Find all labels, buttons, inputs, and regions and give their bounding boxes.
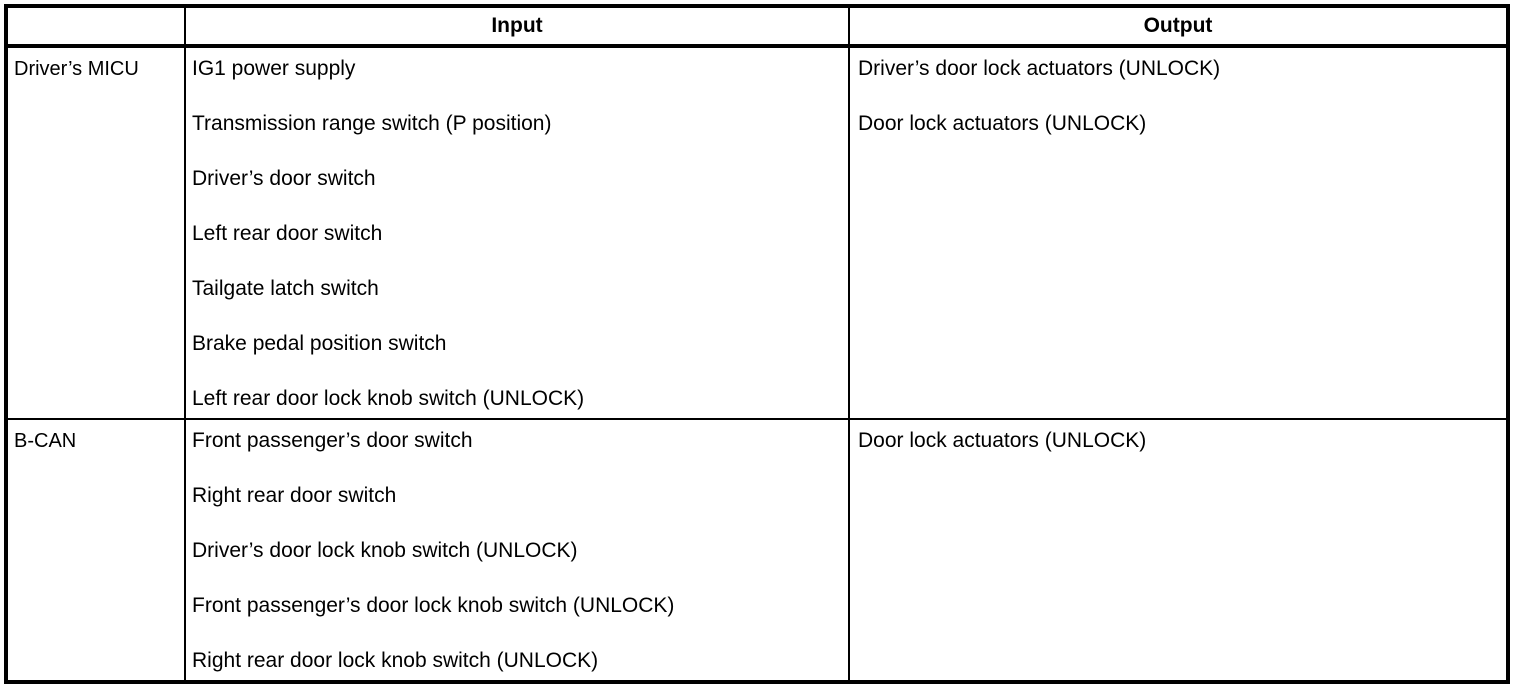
list-item: Transmission range switch (P position) — [192, 112, 552, 135]
table-row: Driver’s MICU IG1 power supply Transmiss… — [6, 46, 1508, 420]
list-item: Door lock actuators (UNLOCK) — [858, 112, 1147, 135]
column-header-source — [6, 6, 186, 48]
io-table-container: Input Output Driver’s MICU IG1 power sup… — [4, 4, 1510, 684]
cell-source: B-CAN — [6, 419, 186, 682]
list-item: Right rear door lock knob switch (UNLOCK… — [192, 649, 599, 672]
list-item: Driver’s door lock knob switch (UNLOCK) — [192, 539, 578, 562]
list-item: Front passenger’s door lock knob switch … — [192, 594, 675, 617]
list-item: Left rear door lock knob switch (UNLOCK) — [192, 387, 585, 410]
cell-output: Driver’s door lock actuators (UNLOCK) Do… — [849, 46, 1508, 420]
list-item: Front passenger’s door switch — [192, 429, 473, 452]
cell-output: Door lock actuators (UNLOCK) — [849, 419, 1508, 682]
table-body: Driver’s MICU IG1 power supply Transmiss… — [6, 46, 1508, 682]
column-header-output: Output — [849, 6, 1508, 48]
cell-input: IG1 power supply Transmission range swit… — [185, 46, 850, 420]
source-label: B-CAN — [14, 430, 77, 452]
column-header-input: Input — [185, 6, 850, 48]
output-item-list: Driver’s door lock actuators (UNLOCK) Do… — [858, 56, 1506, 137]
output-item-list: Door lock actuators (UNLOCK) — [858, 428, 1506, 454]
cell-source: Driver’s MICU — [6, 46, 186, 420]
cell-input: Front passenger’s door switch Right rear… — [185, 419, 850, 682]
list-item: Right rear door switch — [192, 484, 397, 507]
list-item: Brake pedal position switch — [192, 332, 447, 355]
list-item: IG1 power supply — [192, 57, 356, 80]
source-label: Driver’s MICU — [14, 58, 139, 80]
list-item: Driver’s door switch — [192, 167, 376, 190]
header-row: Input Output — [6, 6, 1508, 48]
table-row: B-CAN Front passenger’s door switch Righ… — [6, 419, 1508, 682]
list-item: Left rear door switch — [192, 222, 383, 245]
input-output-table: Input Output Driver’s MICU IG1 power sup… — [4, 4, 1510, 684]
list-item: Tailgate latch switch — [192, 277, 379, 300]
table-header: Input Output — [6, 6, 1508, 48]
input-item-list: IG1 power supply Transmission range swit… — [192, 56, 848, 412]
list-item: Door lock actuators (UNLOCK) — [858, 429, 1147, 452]
input-item-list: Front passenger’s door switch Right rear… — [192, 428, 848, 674]
list-item: Driver’s door lock actuators (UNLOCK) — [858, 57, 1221, 80]
